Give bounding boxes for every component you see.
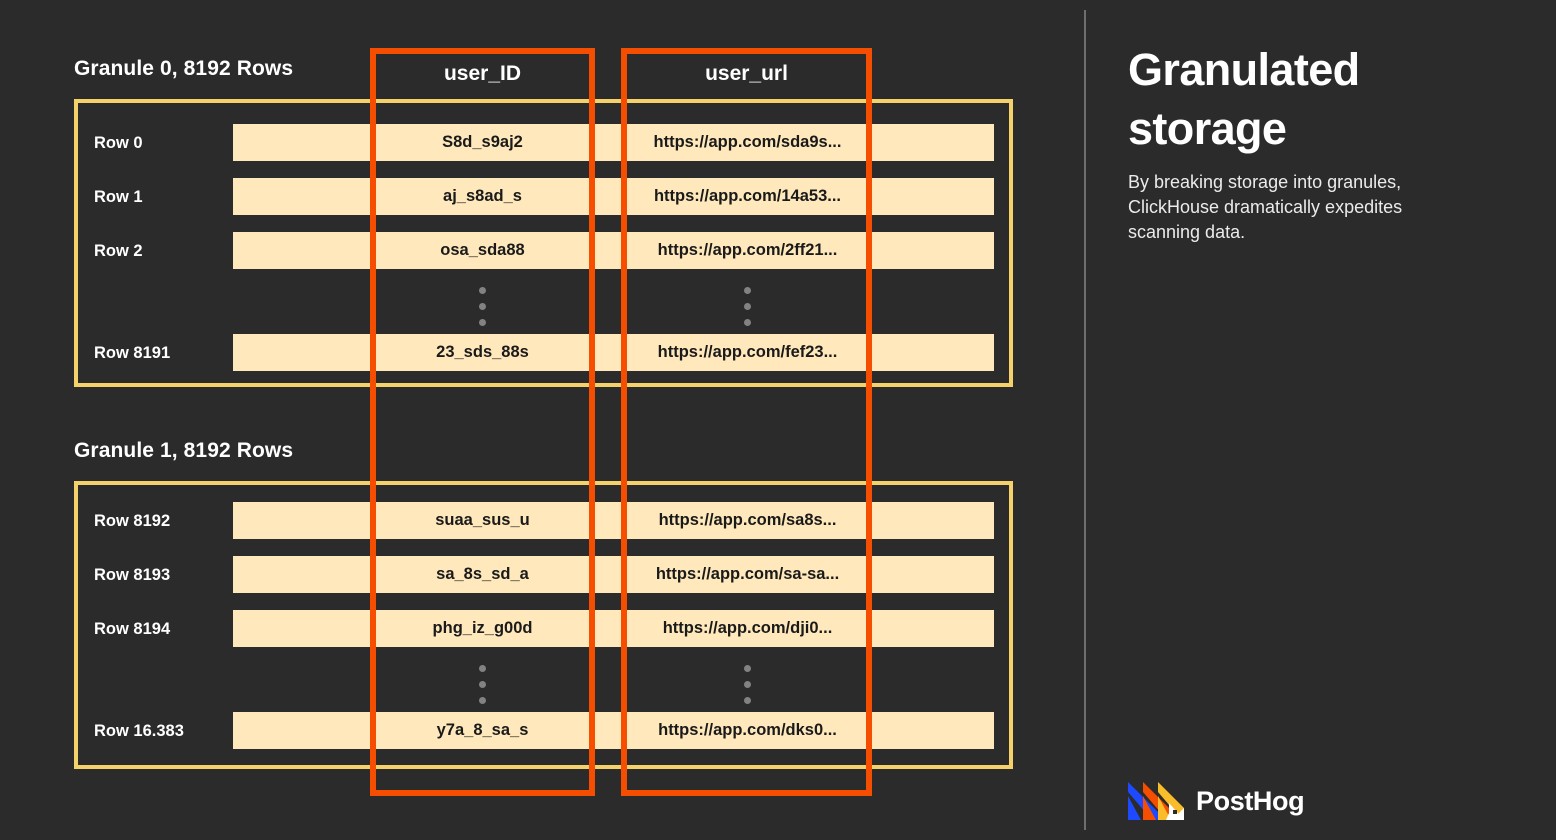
granule-1-row-4-user-url: https://app.com/dks0... [623,712,872,749]
granule-0-row-0-strip [233,124,994,161]
vertical-divider [1084,10,1086,830]
info-panel: Granulated storage By breaking storage i… [1128,0,1528,840]
granule-0-user-url-ellipsis-icon [744,287,751,326]
granule-0-row-1-label: Row 1 [94,188,143,206]
granule-0-row-1-strip [233,178,994,215]
granule-1-row-4-strip [233,712,994,749]
granule-0-box [74,99,1013,387]
granule-1-user-id-ellipsis-icon [479,665,486,704]
granule-1-row-1-user-url: https://app.com/sa-sa... [623,556,872,593]
granule-1-row-0-label: Row 8192 [94,512,171,530]
granule-0-row-4-user-url: https://app.com/fef23... [623,334,872,371]
granule-0-row-0-label: Row 0 [94,134,143,152]
granule-0-row-2-strip [233,232,994,269]
posthog-logo: PostHog [1128,782,1305,820]
granule-0-row-0-user-id: S8d_s9aj2 [370,124,595,161]
granule-1-row-2-label: Row 8194 [94,620,171,638]
granule-0-row-1-user-id: aj_s8ad_s [370,178,595,215]
posthog-logo-icon [1128,782,1184,820]
granule-1-box [74,481,1013,769]
granule-1-row-2-strip [233,610,994,647]
granule-1-row-1-label: Row 8193 [94,566,171,584]
user-id-column-header: user_ID [443,62,522,85]
user-url-column-header: user_url [705,62,788,85]
granule-1-row-2-user-url: https://app.com/dji0... [623,610,872,647]
granule-1-user-url-ellipsis-icon [744,665,751,704]
granule-0-row-1-user-url: https://app.com/14a53... [623,178,872,215]
granule-0-row-4-strip [233,334,994,371]
granule-1-row-1-strip [233,556,994,593]
granule-0-row-2-user-url: https://app.com/2ff21... [623,232,872,269]
granule-1-row-4-user-id: y7a_8_sa_s [370,712,595,749]
granule-0-row-0-user-url: https://app.com/sda9s... [623,124,872,161]
granule-0-row-2-user-id: osa_sda88 [370,232,595,269]
granule-1-row-0-strip [233,502,994,539]
granule-0-user-id-ellipsis-icon [479,287,486,326]
granule-1-row-4-label: Row 16.383 [94,722,184,740]
posthog-logo-text: PostHog [1196,785,1305,816]
granule-0-row-4-label: Row 8191 [94,344,171,362]
granule-0-row-4-user-id: 23_sds_88s [370,334,595,371]
granule-1-row-0-user-url: https://app.com/sa8s... [623,502,872,539]
granule-1-row-2-user-id: phg_iz_g00d [370,610,595,647]
granule-0-row-2-label: Row 2 [94,242,143,260]
granule-1-title: Granule 1, 8192 Rows [74,439,294,462]
panel-description: By breaking storage into granules, Click… [1128,172,1403,242]
granule-1-row-1-user-id: sa_8s_sd_a [370,556,595,593]
granule-diagram: Granule 0, 8192 Rows Row 0 Row 1 Row 2 R… [74,48,1013,796]
granule-0-title: Granule 0, 8192 Rows [74,57,294,80]
granule-1-row-0-user-id: suaa_sus_u [370,502,595,539]
panel-title: Granulated storage [1128,44,1360,154]
